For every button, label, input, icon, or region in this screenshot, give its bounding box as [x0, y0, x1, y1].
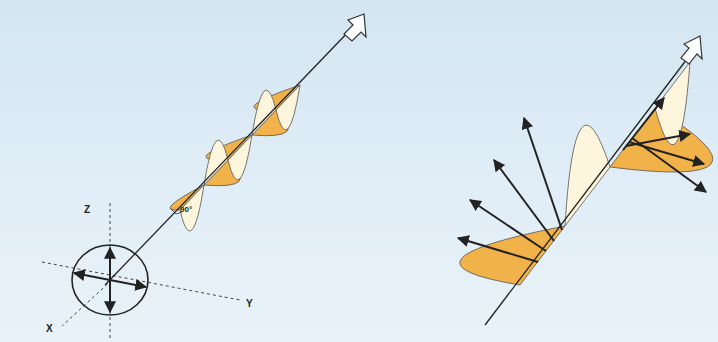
axis-label: Z: [84, 205, 90, 215]
axis-label: Y: [246, 299, 253, 309]
linear-wave: [170, 85, 300, 231]
direction-arrow: [681, 36, 702, 64]
axis-label: 90°: [180, 206, 192, 214]
rotating-wave: [460, 62, 713, 285]
field-vectors: [458, 98, 706, 262]
direction-arrow: [344, 14, 366, 41]
axis-cross: [42, 203, 240, 338]
axis-label: X: [46, 324, 53, 334]
